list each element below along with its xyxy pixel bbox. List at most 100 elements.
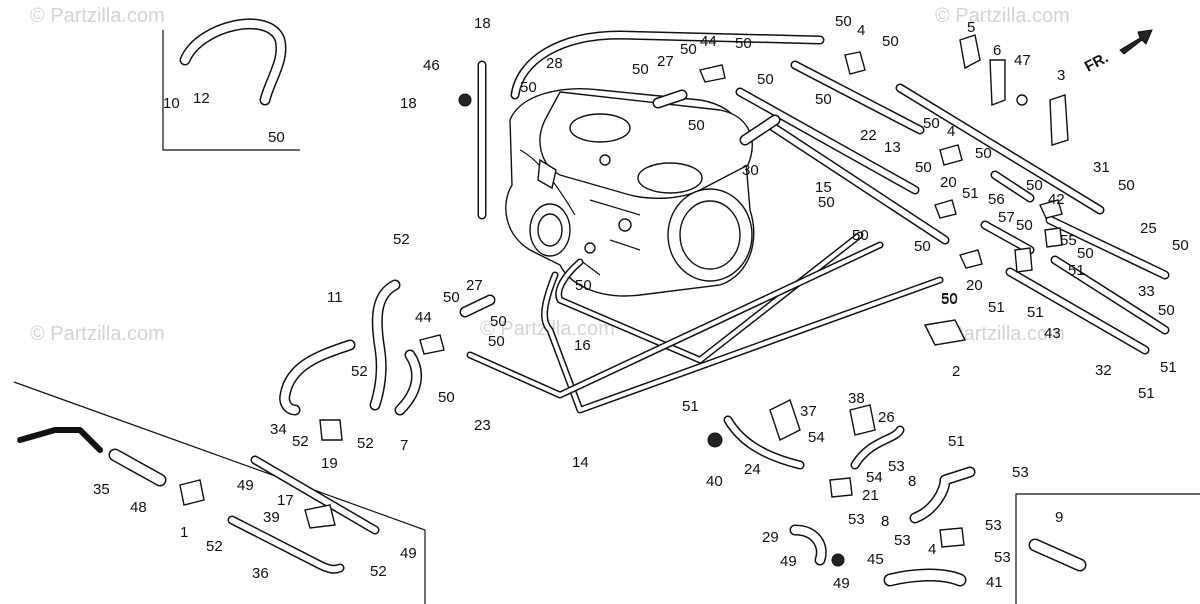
part-number-7: 7	[400, 437, 408, 454]
part-number-50: 50	[1016, 217, 1033, 234]
part-number-50: 50	[1026, 177, 1043, 194]
part-number-50: 50	[680, 41, 697, 58]
part-number-50: 50	[735, 35, 752, 52]
part-number-6: 6	[993, 42, 1001, 59]
part-number-52: 52	[351, 363, 368, 380]
carburetor-assembly	[505, 88, 755, 297]
part-number-54: 54	[808, 429, 825, 446]
watermark-2: © Partzilla.com	[30, 323, 165, 345]
part-number-50: 50	[835, 13, 852, 30]
part-number-19: 19	[321, 455, 338, 472]
part-number-34: 34	[270, 421, 287, 438]
front-arrow-label: FR.	[1082, 49, 1111, 75]
fittings	[179, 29, 1153, 567]
part-number-50: 50	[882, 33, 899, 50]
part-number-52: 52	[370, 563, 387, 580]
part-number-18: 18	[474, 15, 491, 32]
part-number-8: 8	[908, 473, 916, 490]
part-number-51: 51	[1027, 304, 1044, 321]
watermark-4: © Partzilla.com	[935, 5, 1070, 27]
part-number-1: 1	[180, 524, 188, 541]
part-number-50: 50	[488, 333, 505, 350]
part-number-13: 13	[884, 139, 901, 156]
part-number-38: 38	[848, 390, 865, 407]
part-number-4: 4	[857, 22, 865, 39]
part-number-20: 20	[940, 174, 957, 191]
part-number-10: 10	[163, 95, 180, 112]
part-number-52: 52	[357, 435, 374, 452]
part-number-24: 24	[744, 461, 761, 478]
part-number-42: 42	[1048, 191, 1065, 208]
part-number-50: 50	[443, 289, 460, 306]
part-number-51: 51	[1138, 385, 1155, 402]
part-number-53: 53	[1012, 464, 1029, 481]
part-number-53: 53	[848, 511, 865, 528]
part-number-14: 14	[572, 454, 589, 471]
part-number-50: 50	[852, 227, 869, 244]
part-number-49: 49	[833, 575, 850, 592]
part-number-50: 50	[1172, 237, 1189, 254]
inset-frame-bottom-left	[13, 381, 426, 604]
part-number-57: 57	[998, 209, 1015, 226]
part-number-26: 26	[878, 409, 895, 426]
part-number-50: 50	[941, 291, 958, 308]
part-number-8: 8	[881, 513, 889, 530]
part-number-50: 50	[923, 115, 940, 132]
part-number-41: 41	[986, 574, 1003, 591]
part-number-4: 4	[928, 541, 936, 558]
part-number-35: 35	[93, 481, 110, 498]
part-number-54: 54	[866, 469, 883, 486]
part-number-40: 40	[706, 473, 723, 490]
part-number-53: 53	[894, 532, 911, 549]
part-number-50: 50	[941, 290, 958, 307]
part-number-51: 51	[682, 398, 699, 415]
part-number-27: 27	[466, 277, 483, 294]
part-number-37: 37	[800, 403, 817, 420]
part-number-50: 50	[632, 61, 649, 78]
part-number-50: 50	[268, 129, 285, 146]
part-number-30: 30	[742, 162, 759, 179]
part-number-17: 17	[277, 492, 294, 509]
part-number-4: 4	[947, 123, 955, 140]
part-number-50: 50	[1118, 177, 1135, 194]
part-number-11: 11	[327, 289, 343, 306]
part-number-29: 29	[762, 529, 779, 546]
part-number-15: 15	[815, 179, 832, 196]
part-number-50: 50	[975, 145, 992, 162]
part-number-49: 49	[400, 545, 417, 562]
part-number-55: 55	[1060, 232, 1077, 249]
part-number-50: 50	[914, 238, 931, 255]
part-number-53: 53	[994, 549, 1011, 566]
part-number-53: 53	[888, 458, 905, 475]
part-number-46: 46	[423, 57, 440, 74]
part-number-50: 50	[757, 71, 774, 88]
part-number-27: 27	[657, 53, 674, 70]
part-number-50: 50	[490, 313, 507, 330]
part-number-16: 16	[574, 337, 591, 354]
part-number-50: 50	[915, 159, 932, 176]
part-number-51: 51	[962, 185, 979, 202]
part-number-31: 31	[1093, 159, 1110, 176]
part-number-21: 21	[862, 487, 879, 504]
part-number-36: 36	[252, 565, 269, 582]
part-number-23: 23	[474, 417, 491, 434]
part-number-18: 18	[400, 95, 417, 112]
part-number-12: 12	[193, 90, 210, 107]
part-number-49: 49	[780, 553, 797, 570]
part-number-50: 50	[1077, 245, 1094, 262]
part-number-50: 50	[815, 91, 832, 108]
part-number-44: 44	[700, 33, 717, 50]
part-number-51: 51	[988, 299, 1005, 316]
part-number-51: 51	[948, 433, 965, 450]
part-number-52: 52	[292, 433, 309, 450]
part-number-43: 43	[1044, 325, 1061, 342]
watermarks: © Partzilla.com © Partzilla.com © Partzi…	[30, 5, 1070, 345]
part-number-32: 32	[1095, 362, 1112, 379]
part-number-52: 52	[206, 538, 223, 555]
part-number-22: 22	[860, 127, 877, 144]
part-number-44: 44	[415, 309, 432, 326]
part-number-50: 50	[575, 277, 592, 294]
